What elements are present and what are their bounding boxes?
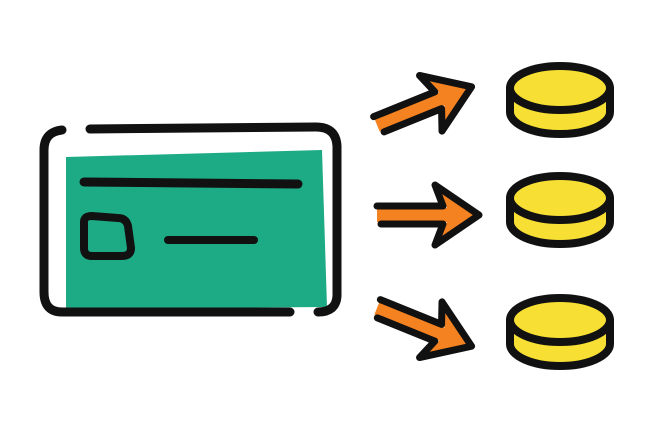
coin-bottom-face [510, 298, 610, 342]
arrow-top-fill [374, 76, 470, 132]
card-chip-icon [80, 212, 135, 260]
coin-top-icon [506, 62, 614, 138]
card-outline [39, 125, 295, 317]
arrow-middle-outline [373, 181, 483, 249]
coin-middle-face [510, 176, 610, 220]
card-outline-top [85, 122, 342, 317]
credit-card-icon [39, 122, 342, 317]
arrow-bottom-fill [374, 301, 470, 357]
coin-bottom-edge [506, 316, 614, 370]
arrow-bottom-icon [373, 296, 476, 362]
arrow-middle-icon [373, 181, 483, 249]
card-stripe-line [79, 177, 303, 189]
coin-bottom-icon [506, 294, 614, 370]
arrow-bottom-outline [373, 296, 476, 362]
coin-middle-icon [506, 172, 614, 248]
coin-top-edge [506, 84, 614, 138]
arrow-top-outline [370, 71, 476, 136]
card-fill [66, 150, 327, 309]
coin-top-face [510, 66, 610, 110]
coin-middle-edge [506, 194, 614, 248]
arrow-top-icon [370, 71, 476, 136]
arrow-middle-fill [377, 187, 477, 243]
